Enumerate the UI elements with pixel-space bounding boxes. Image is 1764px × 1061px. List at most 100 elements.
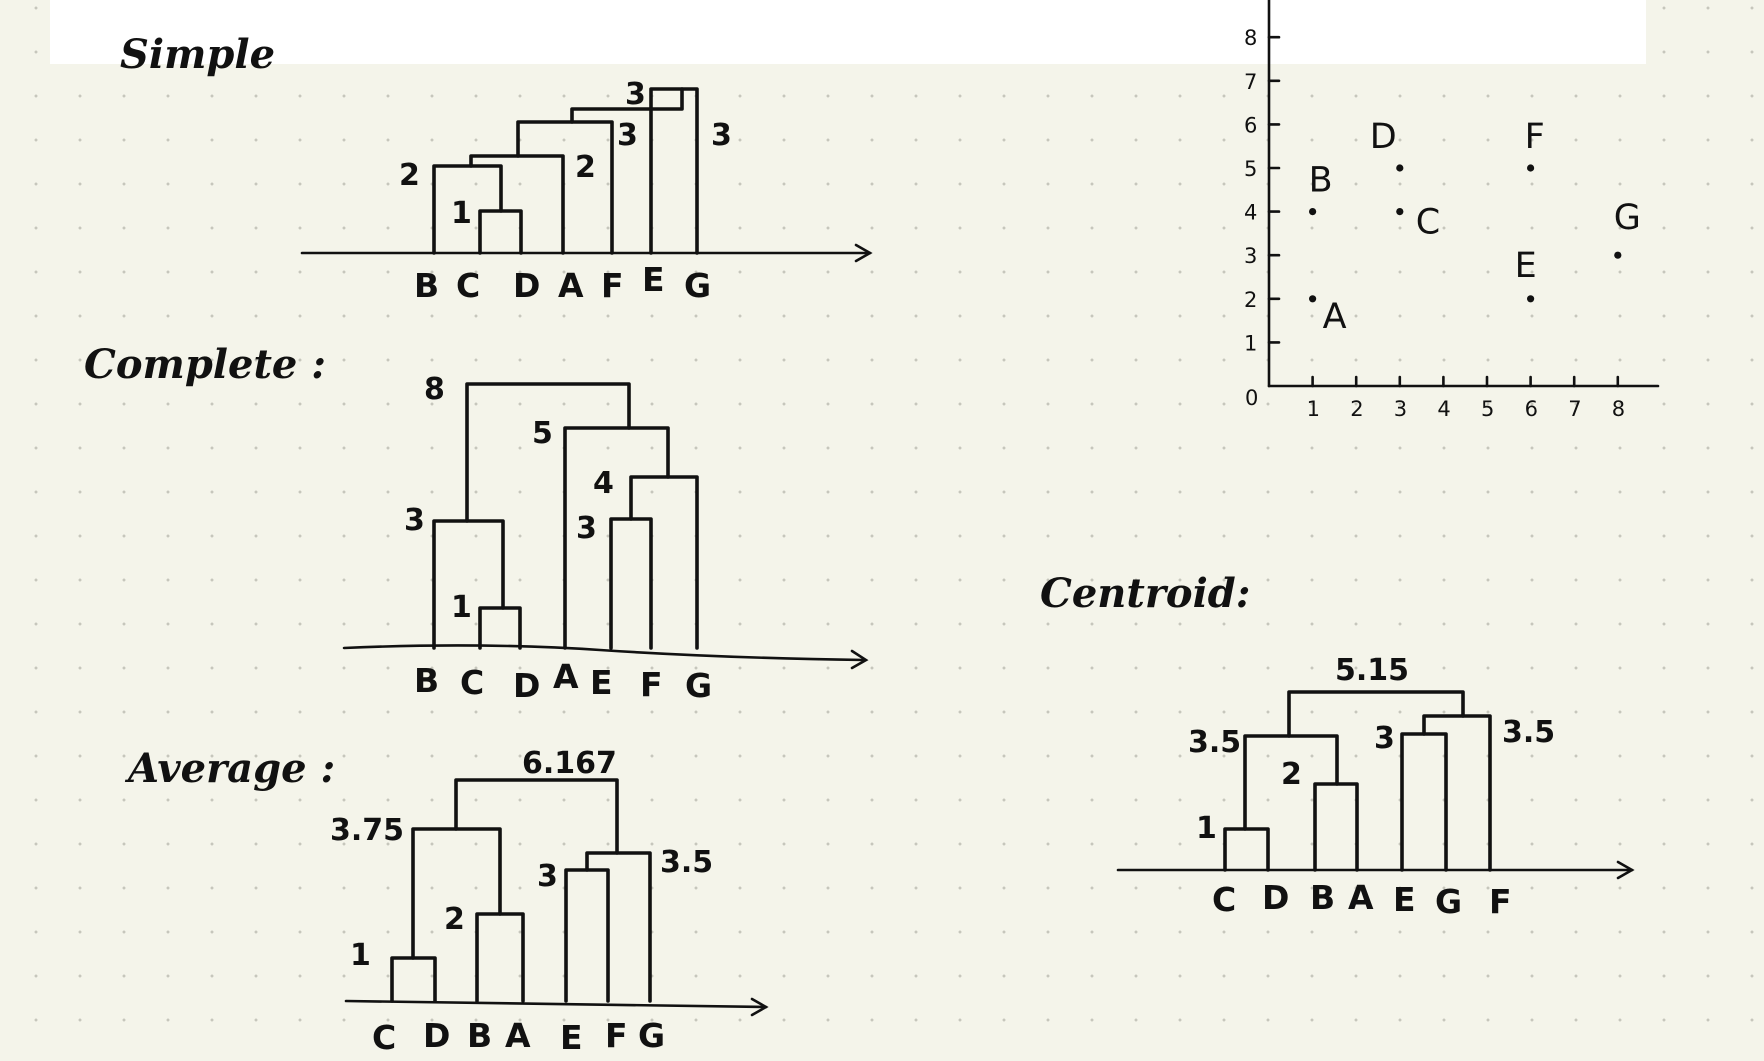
complete-axis-arrowhead xyxy=(850,649,869,670)
centroid-height-label: 3.5 xyxy=(1188,725,1241,760)
centroid-merge-eg-f xyxy=(1422,714,1492,872)
scatter-y-tick-label: 7 xyxy=(1244,70,1257,94)
scatter-x-tick-label: 2 xyxy=(1350,397,1363,421)
simple-leaf-label: A xyxy=(558,266,584,305)
scatter-point-label: D xyxy=(1370,117,1397,157)
average-axis-arrowhead xyxy=(750,997,769,1017)
scatter-point xyxy=(1614,251,1622,259)
complete-height-label: 4 xyxy=(593,466,614,501)
complete-merge-b-cd xyxy=(432,519,505,650)
simple-merge-bcda-f xyxy=(516,120,614,255)
simple-merge-bcd-a xyxy=(469,154,565,255)
complete-height-label: 8 xyxy=(424,372,445,407)
scatter-point-label: F xyxy=(1525,117,1545,157)
simple-leaf-label: D xyxy=(513,266,540,305)
average-height-label: 2 xyxy=(444,902,465,937)
scatter-x-tick-label: 3 xyxy=(1394,397,1407,421)
scatter-y-tick-label: 5 xyxy=(1244,157,1257,181)
simple-leaf-label: E xyxy=(642,260,665,299)
scatter-point xyxy=(1527,295,1535,303)
centroid-height-label: 3.5 xyxy=(1502,715,1555,750)
simple-height-label: 2 xyxy=(399,158,420,193)
simple-height-label: 1 xyxy=(451,196,472,231)
simple-leaf-label: B xyxy=(414,266,439,305)
complete-merge-e-f xyxy=(609,517,653,650)
centroid-leaf-label: A xyxy=(1348,878,1374,917)
centroid-height-label: 2 xyxy=(1281,757,1302,792)
complete-leaf-label: B xyxy=(414,661,439,700)
complete-dendrogram: Complete : 1 3 3 4 5 8 B C D A E F G xyxy=(84,341,869,705)
complete-leaf-label: D xyxy=(513,666,540,705)
complete-height-label: 1 xyxy=(451,590,472,625)
simple-dendrogram: Simple 1 2 2 3 3 3 B C D A F E G xyxy=(120,31,873,305)
centroid-leaf-label: E xyxy=(1393,880,1416,919)
scatter-point xyxy=(1396,164,1404,172)
centroid-leaf-label: F xyxy=(1489,882,1512,921)
average-leaf-label: G xyxy=(638,1016,665,1055)
scatter-y-tick-label: 4 xyxy=(1244,201,1257,225)
complete-leaf-label: E xyxy=(590,663,613,702)
scatter-point xyxy=(1527,164,1535,172)
centroid-merge-top xyxy=(1287,690,1465,738)
scatter-x-tick-label: 5 xyxy=(1481,397,1494,421)
simple-height-label: 3 xyxy=(617,118,638,153)
average-height-label: 3.5 xyxy=(660,845,713,880)
centroid-merge-cd-ba xyxy=(1243,734,1339,831)
scatter-point-label: A xyxy=(1323,297,1347,337)
average-leaf-label: C xyxy=(372,1018,396,1057)
simple-height-label: 3 xyxy=(711,118,732,153)
centroid-merge-b-a xyxy=(1313,782,1359,872)
average-merge-top xyxy=(454,778,619,855)
complete-height-label: 5 xyxy=(532,416,553,451)
average-height-label: 3 xyxy=(537,859,558,894)
scatter-y-tick-label: 1 xyxy=(1244,331,1257,355)
centroid-axis-arrowhead xyxy=(1616,860,1635,880)
scatter-x-tick-label: 6 xyxy=(1525,397,1538,421)
centroid-leaf-label: C xyxy=(1212,880,1236,919)
average-title: Average : xyxy=(124,745,335,792)
centroid-height-label: 5.15 xyxy=(1335,653,1409,688)
centroid-leaf-label: G xyxy=(1435,882,1462,921)
white-header-strip xyxy=(50,0,1646,64)
complete-leaf-label: G xyxy=(685,666,712,705)
scatter-y-tick-label: 8 xyxy=(1244,26,1257,50)
complete-leaf-label: A xyxy=(553,657,579,696)
average-dendrogram: Average : 1 2 3.75 3 3.5 6.167 C D B A E… xyxy=(124,745,769,1057)
average-merge-cd-ba xyxy=(411,827,502,960)
average-height-label: 6.167 xyxy=(522,746,617,781)
simple-axis-arrowhead xyxy=(854,243,873,263)
scatter-x-tick-label: 1 xyxy=(1307,397,1320,421)
simple-merge-top xyxy=(570,87,684,124)
scatter-origin-label: 0 xyxy=(1245,386,1258,410)
scatter-point xyxy=(1309,295,1317,303)
complete-height-label: 3 xyxy=(576,511,597,546)
simple-title: Simple xyxy=(120,31,275,78)
average-leaf-label: B xyxy=(467,1016,492,1055)
simple-leaf-label: G xyxy=(684,266,711,305)
average-leaf-label: A xyxy=(505,1016,531,1055)
scatter-x-tick-label: 4 xyxy=(1437,397,1450,421)
average-leaf-label: E xyxy=(560,1018,583,1057)
centroid-dendrogram: Centroid: 1 2 3.5 3 3.5 5.15 C D B A E G… xyxy=(1040,570,1635,921)
scatter-point-label: B xyxy=(1309,161,1333,201)
scatter-point-label: E xyxy=(1515,246,1537,286)
average-height-label: 3.75 xyxy=(330,813,404,848)
scatter-point xyxy=(1396,208,1404,216)
simple-merge-e-g xyxy=(649,87,699,255)
complete-height-label: 3 xyxy=(404,503,425,538)
scatter-x-tick-label: 8 xyxy=(1612,397,1625,421)
complete-merge-c-d xyxy=(478,606,522,650)
average-merge-b-a xyxy=(475,912,525,1003)
complete-merge-a-efg xyxy=(563,426,670,650)
scatter-y-tick-label: 3 xyxy=(1244,244,1257,268)
simple-height-label: 3 xyxy=(625,77,646,112)
average-height-label: 1 xyxy=(350,938,371,973)
average-merge-c-d xyxy=(390,956,437,1003)
scatter-point-label: C xyxy=(1416,203,1440,243)
average-merge-e-f xyxy=(564,868,610,1003)
centroid-title: Centroid: xyxy=(1040,570,1251,617)
simple-leaf-label: C xyxy=(456,266,480,305)
simple-merge-c-d xyxy=(478,209,523,255)
